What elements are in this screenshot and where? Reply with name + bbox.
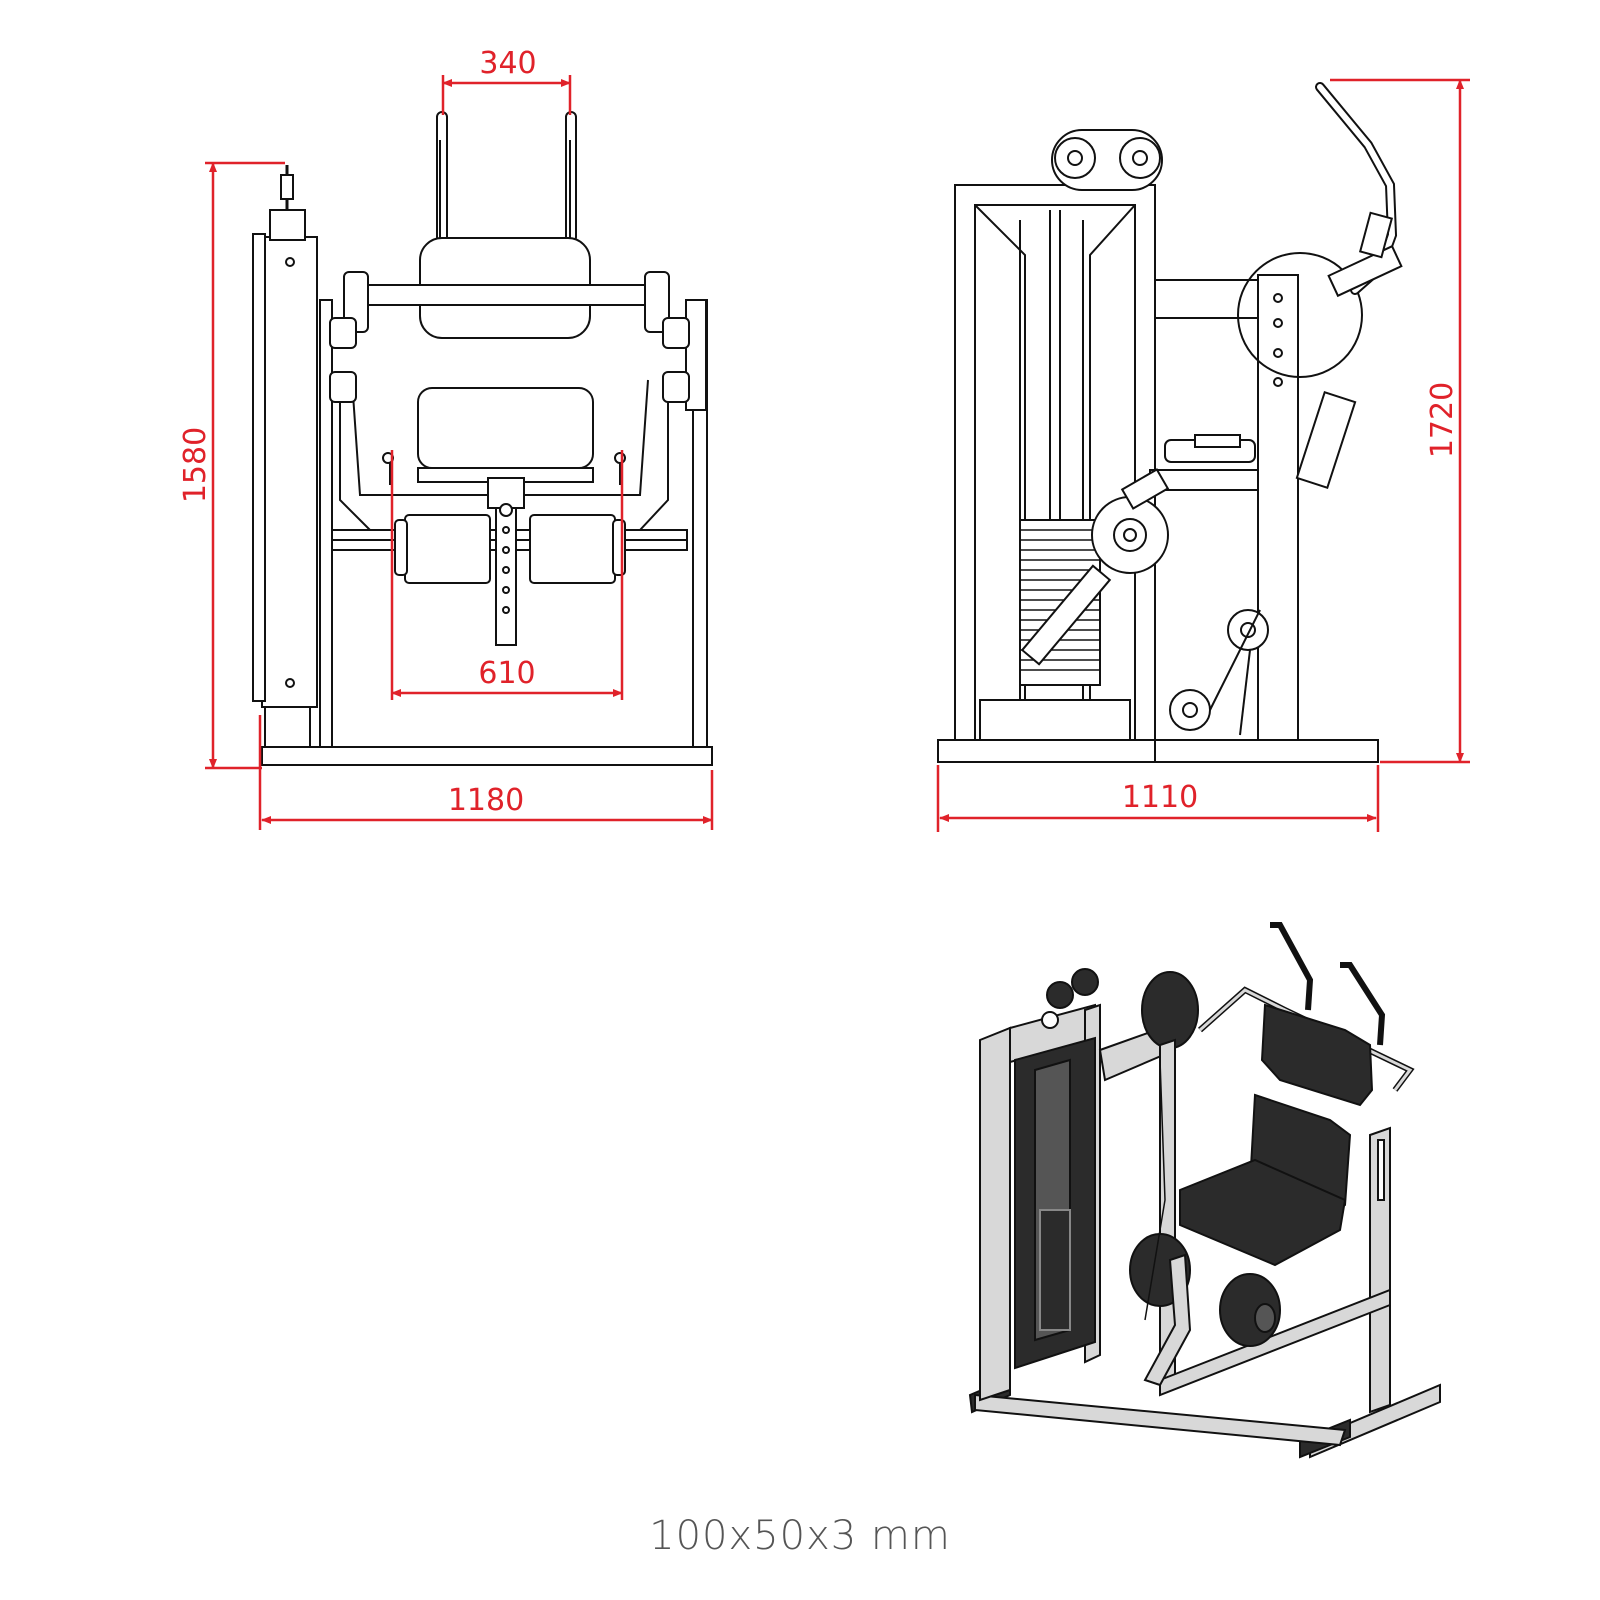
- dim-label-1180: 1180: [448, 783, 524, 818]
- dim-label-340: 340: [479, 46, 536, 81]
- front-view-dimensions: [205, 75, 714, 830]
- profile-caption: 100x50x3 mm: [649, 1513, 951, 1559]
- dim-label-1580: 1580: [178, 427, 213, 503]
- dim-label-1720: 1720: [1425, 382, 1460, 458]
- side-view-dimensions: [936, 78, 1470, 832]
- dim-label-610: 610: [478, 656, 535, 691]
- side-view: [937, 82, 1403, 763]
- dim-label-1110: 1110: [1122, 780, 1198, 815]
- front-view: [252, 111, 713, 766]
- isometric-view: [968, 922, 1441, 1459]
